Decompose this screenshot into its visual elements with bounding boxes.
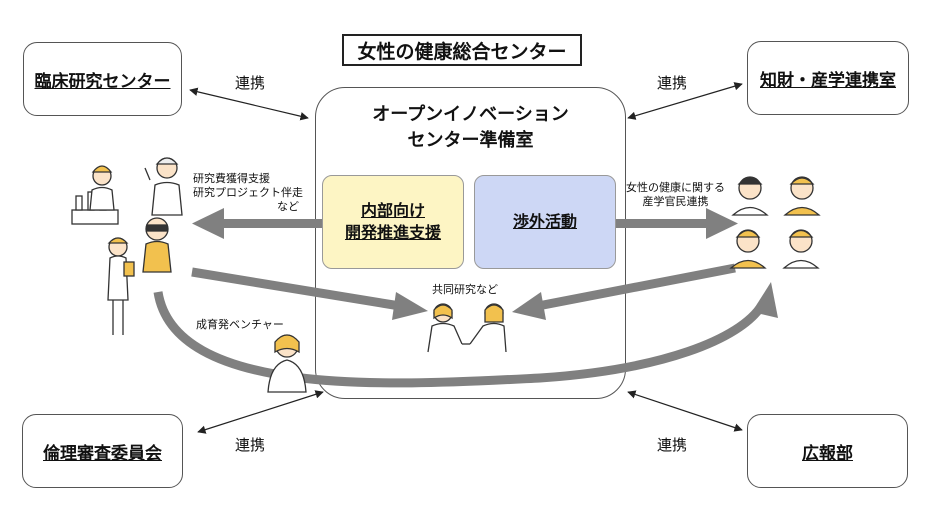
arrow-right-to-partners xyxy=(616,208,738,239)
link-label-top-right: 連携 xyxy=(657,74,688,92)
partners-illustration xyxy=(729,176,821,269)
support-note-line3: など xyxy=(277,200,299,213)
support-note: 研究費獲得支援 研究プロジェクト伴走 など xyxy=(193,172,303,214)
link-arrow-bottom-right xyxy=(627,390,743,432)
health-collab-note-line1: 女性の健康に関する xyxy=(626,181,725,194)
internal-dev-support-box: 内部向け 開発推進支援 xyxy=(322,175,464,269)
external-activities-box: 渉外活動 xyxy=(474,175,616,269)
pr-department-box: 広報部 xyxy=(747,414,908,488)
ethics-committee-box: 倫理審査委員会 xyxy=(22,414,183,488)
internal-dev-support-line2: 開発推進支援 xyxy=(344,223,441,242)
link-label-bottom-left: 連携 xyxy=(235,436,266,454)
center-title-line1: オープンイノベーション xyxy=(372,104,569,125)
clinical-research-center-label: 臨床研究センター xyxy=(34,71,171,92)
arrow-right-to-joint xyxy=(512,263,736,320)
arrow-support-to-left xyxy=(192,208,322,239)
internal-dev-support-line1: 内部向け xyxy=(360,201,425,220)
link-label-top-left: 連携 xyxy=(235,74,266,92)
ip-industry-office-label: 知財・産学連携室 xyxy=(760,70,896,91)
center-title: オープンイノベーション センター準備室 xyxy=(316,102,625,154)
link-arrow-bottom-left xyxy=(197,390,324,434)
center-title-line2: センター準備室 xyxy=(407,130,534,151)
arrow-left-to-joint xyxy=(191,267,428,320)
support-note-line2: 研究プロジェクト伴走 xyxy=(193,186,303,199)
health-collab-note-line2: 産学官民連携 xyxy=(642,195,709,208)
support-note-line1: 研究費獲得支援 xyxy=(193,172,270,185)
health-collab-note: 女性の健康に関する 産学官民連携 xyxy=(626,181,725,209)
venture-person-illustration xyxy=(267,334,307,393)
pr-department-label: 広報部 xyxy=(802,443,853,464)
joint-research-note: 共同研究など xyxy=(432,283,498,296)
ip-industry-office-box: 知財・産学連携室 xyxy=(747,41,909,115)
page-title: 女性の健康総合センター xyxy=(342,34,582,66)
researchers-illustration xyxy=(71,157,183,335)
arrow-venture-curve xyxy=(153,282,778,388)
external-activities-label: 渉外活動 xyxy=(512,212,577,231)
link-label-bottom-right: 連携 xyxy=(657,436,688,454)
link-arrow-top-right xyxy=(627,82,743,120)
clinical-research-center-box: 臨床研究センター xyxy=(23,42,182,116)
venture-note: 成育発ベンチャー xyxy=(196,318,284,331)
link-arrow-top-left xyxy=(189,87,309,121)
handshake-illustration xyxy=(427,303,507,353)
ethics-committee-label: 倫理審査委員会 xyxy=(43,443,162,464)
